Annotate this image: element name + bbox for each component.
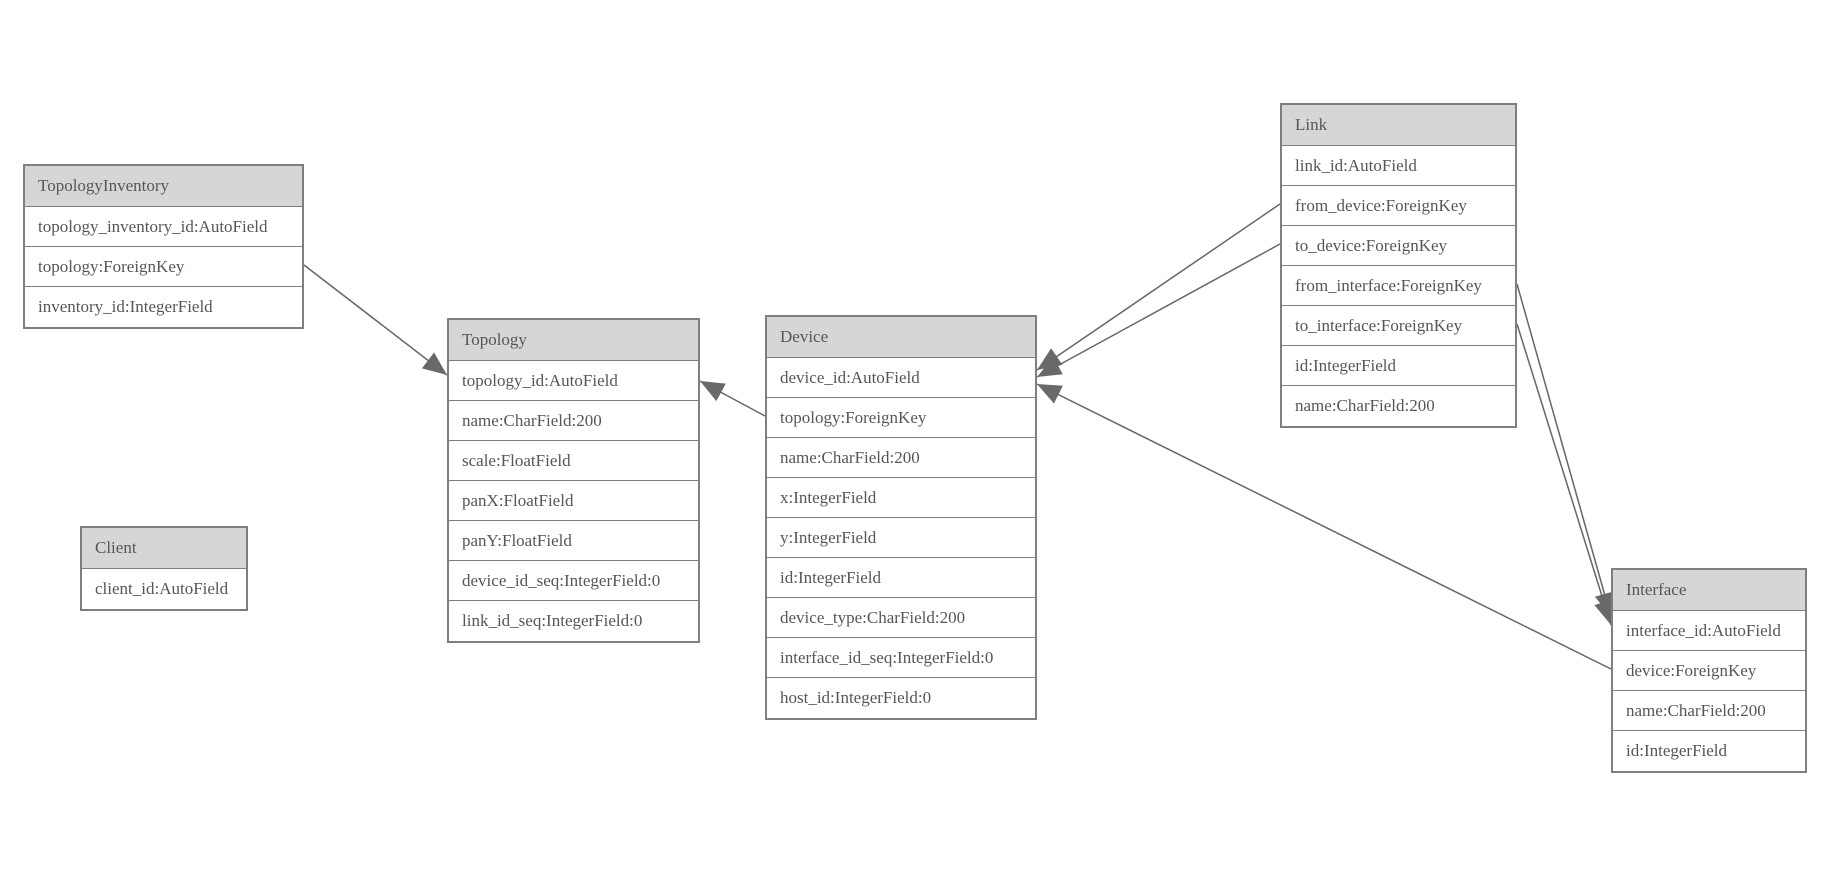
entity-field-row: topology:ForeignKey: [767, 398, 1035, 438]
entity-field-row: x:IntegerField: [767, 478, 1035, 518]
entity-field-row: scale:FloatField: [449, 441, 698, 481]
entity-field-row: to_interface:ForeignKey: [1282, 306, 1515, 346]
relationship-line-interface-device-to-device: [1036, 383, 1612, 670]
entity-field-row: to_device:ForeignKey: [1282, 226, 1515, 266]
relationship-line-link-from-device-to-device: [1036, 203, 1281, 371]
entity-title-topology: Topology: [449, 320, 698, 361]
entity-field-row: panY:FloatField: [449, 521, 698, 561]
entity-field-row: id:IntegerField: [1282, 346, 1515, 386]
entity-fields-client: client_id:AutoField: [82, 569, 246, 609]
entity-title-link: Link: [1282, 105, 1515, 146]
relationship-line-link-from-interface-to-interface: [1516, 283, 1615, 618]
entity-field-row: panX:FloatField: [449, 481, 698, 521]
entity-field-row: y:IntegerField: [767, 518, 1035, 558]
entity-field-row: id:IntegerField: [767, 558, 1035, 598]
entity-field-row: interface_id_seq:IntegerField:0: [767, 638, 1035, 678]
entity-field-row: link_id_seq:IntegerField:0: [449, 601, 698, 641]
relationship-line-topologyinventory-topology-to-topology: [303, 264, 448, 376]
entity-field-row: device_type:CharField:200: [767, 598, 1035, 638]
entity-table-client: Client client_id:AutoField: [80, 526, 248, 611]
relationship-line-device-topology-to-topology: [699, 380, 766, 417]
entity-field-row: topology_id:AutoField: [449, 361, 698, 401]
entity-field-row: device:ForeignKey: [1613, 651, 1805, 691]
entity-field-row: inventory_id:IntegerField: [25, 287, 302, 327]
entity-title-device: Device: [767, 317, 1035, 358]
entity-field-row: name:CharField:200: [767, 438, 1035, 478]
entity-field-row: topology:ForeignKey: [25, 247, 302, 287]
entity-field-row: interface_id:AutoField: [1613, 611, 1805, 651]
entity-field-row: device_id_seq:IntegerField:0: [449, 561, 698, 601]
entity-field-row: from_device:ForeignKey: [1282, 186, 1515, 226]
relationship-line-link-to-interface-to-interface: [1516, 323, 1614, 626]
entity-field-row: link_id:AutoField: [1282, 146, 1515, 186]
entity-field-row: name:CharField:200: [1613, 691, 1805, 731]
entity-title-client: Client: [82, 528, 246, 569]
entity-field-row: device_id:AutoField: [767, 358, 1035, 398]
entity-table-topologyinventory: TopologyInventory topology_inventory_id:…: [23, 164, 304, 329]
entity-field-row: id:IntegerField: [1613, 731, 1805, 771]
entity-title-interface: Interface: [1613, 570, 1805, 611]
entity-field-row: client_id:AutoField: [82, 569, 246, 609]
entity-title-topologyinventory: TopologyInventory: [25, 166, 302, 207]
entity-field-row: host_id:IntegerField:0: [767, 678, 1035, 718]
relationship-line-link-to-device-to-device: [1036, 243, 1281, 378]
entity-field-row: name:CharField:200: [1282, 386, 1515, 426]
foreign-key-arrows: [303, 203, 1615, 670]
entity-field-row: from_interface:ForeignKey: [1282, 266, 1515, 306]
entity-field-row: topology_inventory_id:AutoField: [25, 207, 302, 247]
entity-field-row: name:CharField:200: [449, 401, 698, 441]
